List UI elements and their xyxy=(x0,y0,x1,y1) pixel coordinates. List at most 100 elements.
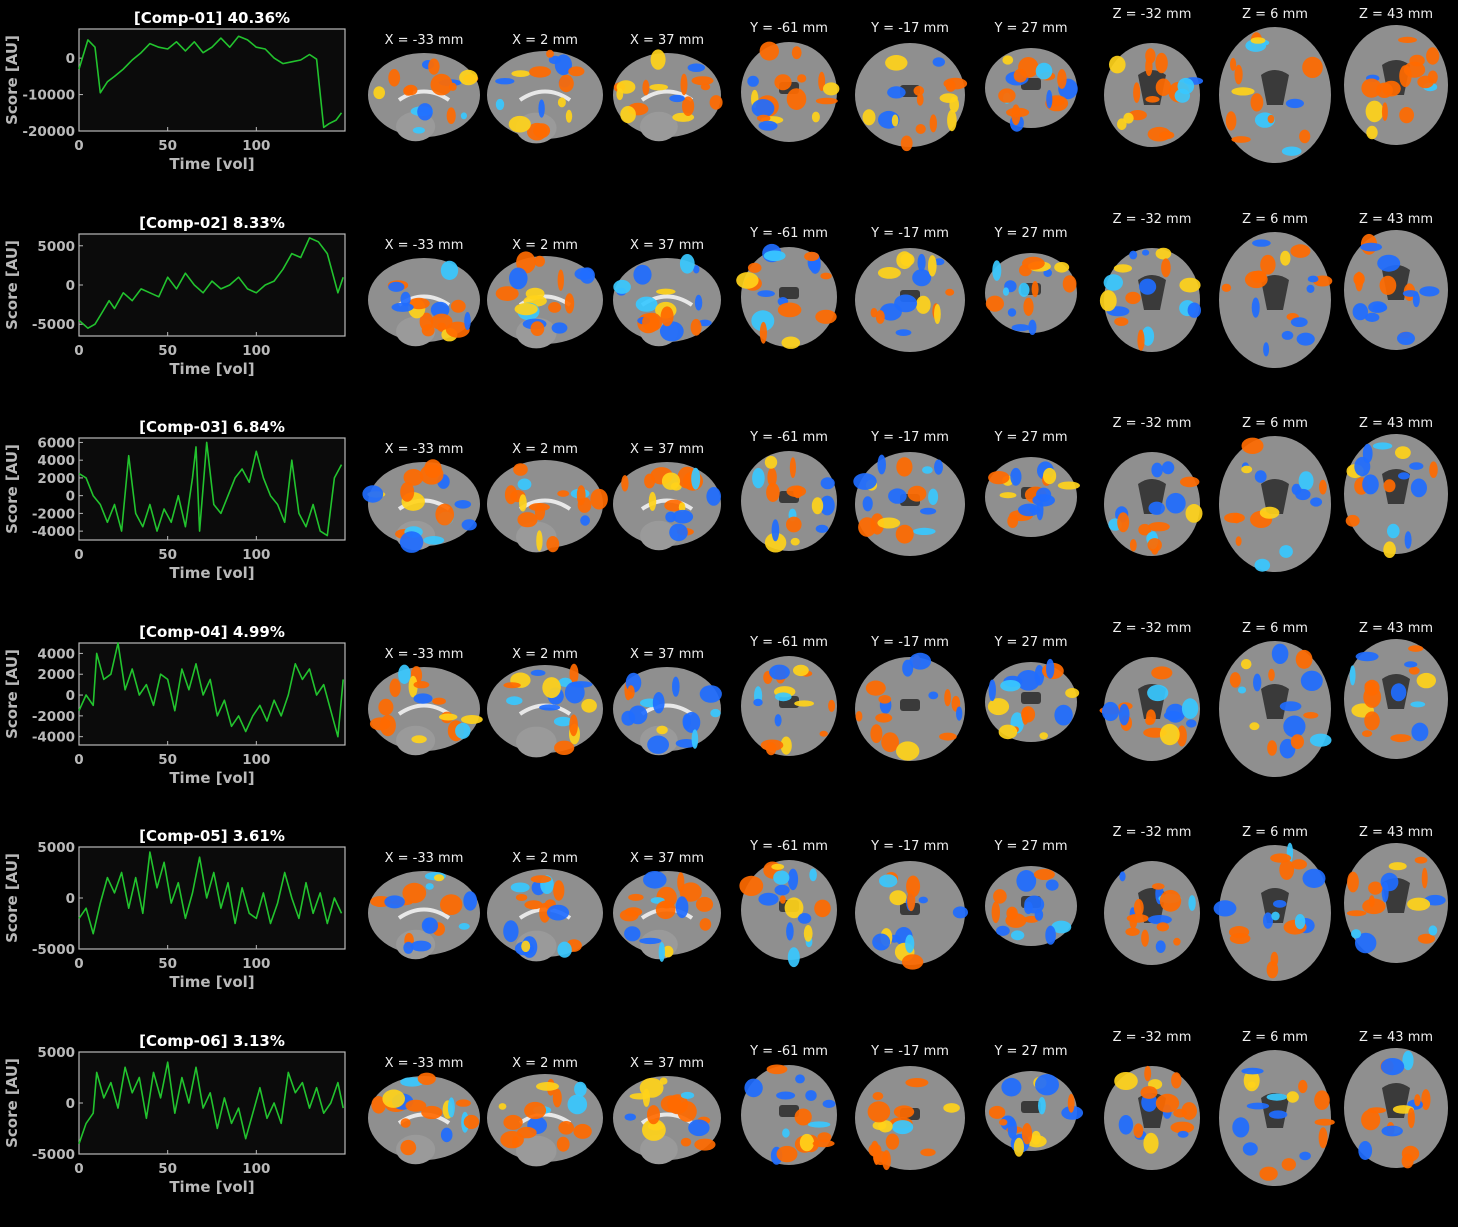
negative-activation xyxy=(687,63,705,72)
negative-activation xyxy=(1103,273,1124,291)
negative-activation xyxy=(1043,268,1052,277)
positive-activation xyxy=(1140,1085,1158,1099)
positive-activation xyxy=(943,1102,960,1113)
slice-coordinate-label: X = 2 mm xyxy=(512,442,578,457)
positive-activation xyxy=(678,502,686,512)
negative-activation xyxy=(633,264,652,285)
brain-slice xyxy=(368,53,480,142)
negative-activation xyxy=(1254,558,1271,572)
brain-slice xyxy=(985,457,1080,537)
x-tick-label: 0 xyxy=(74,956,83,972)
negative-activation xyxy=(1242,1141,1258,1156)
brain-slice xyxy=(855,1065,965,1170)
negative-activation xyxy=(564,681,585,703)
positive-activation xyxy=(1395,446,1411,459)
negative-activation xyxy=(679,253,695,274)
positive-activation xyxy=(1006,107,1030,118)
positive-activation xyxy=(1067,1093,1075,1113)
positive-activation xyxy=(1129,539,1137,552)
brain-slice xyxy=(613,871,721,962)
positive-activation xyxy=(648,491,657,511)
positive-activation xyxy=(463,1114,480,1129)
positive-activation xyxy=(780,736,792,755)
slice-coordinate-label: Y = -61 mm xyxy=(750,634,828,650)
positive-activation xyxy=(784,897,804,919)
slice-coordinate-label: X = -33 mm xyxy=(384,851,464,866)
y-tick-label: 2000 xyxy=(37,471,75,487)
positive-activation xyxy=(1390,733,1412,742)
x-axis-label: Time [vol] xyxy=(169,973,254,991)
positive-activation xyxy=(867,1100,891,1122)
negative-activation xyxy=(1355,651,1379,661)
slice-coordinate-label: Z = 43 mm xyxy=(1358,620,1434,636)
brain-slice xyxy=(741,1064,837,1165)
positive-activation xyxy=(590,488,608,510)
positive-activation xyxy=(1234,64,1243,85)
negative-activation xyxy=(672,676,680,697)
positive-activation xyxy=(400,1117,411,1128)
x-tick-label: 50 xyxy=(158,1161,177,1177)
negative-activation xyxy=(1402,1050,1414,1070)
slice-coordinate-label: Y = 27 mm xyxy=(994,21,1068,36)
slice-coordinate-label: X = 37 mm xyxy=(629,33,705,48)
positive-activation xyxy=(1388,862,1407,871)
positive-activation xyxy=(985,295,1005,312)
negative-activation xyxy=(913,527,936,535)
positive-activation xyxy=(1065,687,1080,698)
positive-activation xyxy=(647,1104,660,1124)
positive-activation xyxy=(694,1138,716,1151)
positive-activation xyxy=(1298,1079,1308,1093)
positive-activation xyxy=(1303,711,1319,719)
positive-activation xyxy=(797,74,807,83)
positive-activation xyxy=(1145,715,1154,725)
y-tick-label: -20000 xyxy=(22,124,75,140)
plot-area xyxy=(78,232,346,337)
slice-coordinate-label: X = 37 mm xyxy=(629,237,705,253)
negative-activation xyxy=(1298,471,1314,491)
negative-activation xyxy=(1253,673,1262,691)
positive-activation xyxy=(655,900,676,920)
negative-activation xyxy=(1016,870,1037,892)
brain-slice xyxy=(368,257,480,346)
positive-activation xyxy=(1399,65,1412,88)
slice-coordinate-label: Y = -61 mm xyxy=(750,225,828,241)
positive-activation xyxy=(739,875,764,896)
positive-activation xyxy=(878,1119,893,1132)
brain-slice xyxy=(613,253,721,346)
negative-activation xyxy=(538,99,545,118)
ventricle xyxy=(779,1104,799,1117)
slice-coordinate-label: Z = -32 mm xyxy=(1112,7,1192,22)
positive-activation xyxy=(519,494,527,512)
negative-activation xyxy=(773,870,790,885)
positive-activation xyxy=(793,664,809,676)
y-tick-label: -5000 xyxy=(32,1147,75,1163)
positive-activation xyxy=(680,73,688,96)
brain-slice xyxy=(855,861,969,970)
positive-activation xyxy=(533,123,551,138)
positive-activation xyxy=(400,1139,417,1155)
positive-activation xyxy=(1229,671,1241,688)
ventricle xyxy=(1261,683,1289,719)
slice-coordinate-label: Z = -32 mm xyxy=(1112,620,1192,636)
positive-activation xyxy=(371,1095,387,1114)
positive-activation xyxy=(1291,859,1307,870)
x-axis-label: Time [vol] xyxy=(169,769,254,787)
positive-activation xyxy=(1250,270,1267,283)
negative-activation xyxy=(774,884,790,896)
negative-activation xyxy=(776,1091,796,1099)
positive-activation xyxy=(803,925,813,942)
negative-activation xyxy=(1368,300,1387,313)
plot-title: [Comp-04] 4.99% xyxy=(139,623,285,641)
negative-activation xyxy=(658,942,665,962)
negative-activation xyxy=(1266,1093,1288,1101)
slice-coordinate-label: Z = -32 mm xyxy=(1112,211,1192,227)
positive-activation xyxy=(1347,871,1359,893)
slice-coordinate-label: Z = 6 mm xyxy=(1242,825,1308,840)
positive-activation xyxy=(1364,710,1380,730)
positive-activation xyxy=(1383,479,1396,493)
brain-slice xyxy=(613,666,722,755)
positive-activation xyxy=(865,680,886,696)
negative-activation xyxy=(853,473,877,490)
positive-activation xyxy=(947,109,957,132)
